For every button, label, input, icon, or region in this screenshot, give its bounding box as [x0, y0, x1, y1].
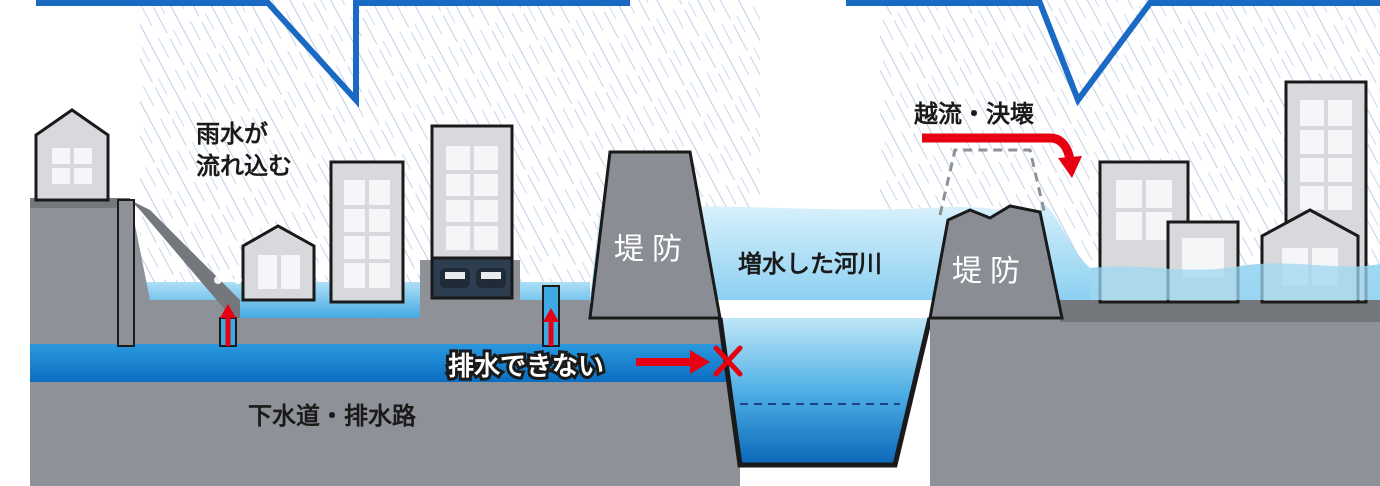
cross-icon — [713, 345, 743, 377]
drain-pipe-left — [117, 199, 135, 347]
overflow-breach-label: 越流・決壊 — [914, 100, 1034, 128]
sewer-pipe — [30, 344, 730, 382]
rain-inflow-label-2: 流れ込む — [196, 152, 292, 180]
ground-left — [30, 200, 740, 486]
house-left-1 — [34, 108, 110, 202]
swollen-river-label: 増水した河川 — [738, 250, 882, 278]
ground-right — [930, 300, 1380, 486]
car-icon — [440, 268, 470, 288]
cannot-drain-label: 排水できない — [445, 349, 607, 385]
cloud-outline-right — [846, 0, 1380, 107]
rain-inflow-label-1: 雨水が — [196, 120, 268, 148]
red-up-arrow-icon — [543, 308, 559, 346]
embankment-left — [588, 150, 722, 320]
splash — [214, 255, 565, 284]
overflow-arrow-icon — [922, 133, 1082, 178]
red-up-arrow-icon — [220, 304, 236, 346]
red-arrow-icon — [636, 350, 710, 374]
house-left-2 — [241, 224, 316, 302]
building-left-2 — [430, 124, 514, 262]
building-left-1 — [329, 160, 405, 304]
embankment-right-original — [938, 148, 1047, 216]
embankment-right — [928, 204, 1064, 320]
embankment-right-label: 堤防 — [952, 254, 1028, 289]
car-icon — [476, 268, 506, 288]
river-channel — [720, 318, 930, 465]
embankment-left-label: 堤防 — [614, 232, 690, 267]
sewer-drain-label: 下水道・排水路 — [248, 402, 416, 430]
garage — [430, 256, 514, 300]
cloud-outline-left — [36, 0, 630, 108]
